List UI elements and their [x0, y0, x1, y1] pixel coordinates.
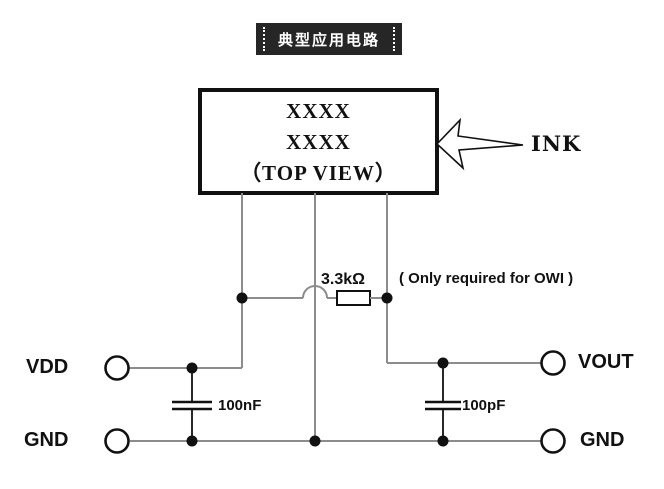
resistor-symbol [336, 290, 371, 306]
terminal-vout [540, 350, 566, 376]
junction-dot [437, 357, 449, 369]
junction-dot [186, 362, 198, 374]
chip-label-line2: XXXX [286, 129, 351, 154]
gnd-right-label: GND [580, 429, 625, 451]
junction-dot [186, 435, 198, 447]
vout-label: VOUT [578, 351, 634, 373]
cap-100nF-value-label: 100nF [218, 397, 262, 414]
title-badge: 典型应用电路 [256, 23, 402, 55]
terminal-gnd-right [540, 428, 566, 454]
junction-dot [437, 435, 449, 447]
junction-dot [236, 292, 248, 304]
chip-body-box [198, 88, 439, 195]
terminal-gnd-left [104, 428, 130, 454]
callout-arrow-icon [435, 117, 524, 171]
page-title: 典型应用电路 [277, 31, 380, 49]
wire-hop-arc [302, 285, 328, 299]
badge-dotted-border-left [263, 27, 265, 51]
chip-label-top-view: （TOP VIEW） [240, 160, 397, 185]
cap-100pF-value-label: 100pF [462, 397, 506, 414]
terminal-vdd [104, 355, 130, 381]
junction-dot [381, 292, 393, 304]
vdd-label: VDD [26, 356, 69, 378]
junction-dot [309, 435, 321, 447]
resistor-value-label: 3.3kΩ [321, 271, 365, 288]
chip-label-line1: XXXX [286, 98, 351, 123]
chip-label: XXXX XXXX （TOP VIEW） [200, 92, 437, 192]
badge-dotted-border-right [393, 27, 395, 51]
gnd-left-label: GND [24, 429, 69, 451]
ink-callout-label: INK [531, 131, 582, 156]
resistor-note-label: ( Only required for OWI ) [399, 270, 574, 287]
